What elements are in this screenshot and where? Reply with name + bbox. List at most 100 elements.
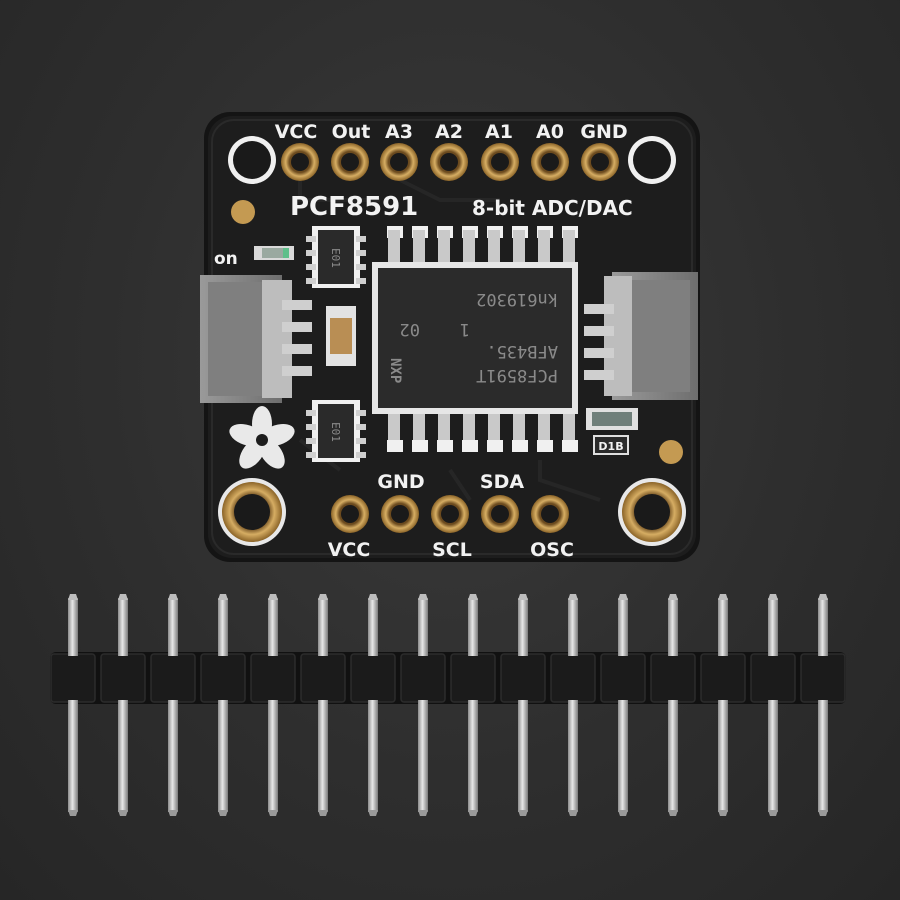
header-pin [400,594,446,816]
mounting-hole-top-left [228,136,276,184]
resistor-network-label: E01 [329,248,342,268]
bottom-pin-pad [431,495,469,533]
chip-leg [388,230,400,264]
mounting-hole-bottom-right [618,478,686,546]
header-pin [450,594,496,816]
header-pin [650,594,696,816]
pin-label-a3: A3 [385,121,413,143]
chip-leg [512,440,528,452]
fiducial-pad [659,440,683,464]
chip-leg [488,230,500,264]
pin-label-gnd: GND [580,121,627,143]
header-pin [250,594,296,816]
diode: D1B [586,408,638,455]
board-subtitle: 8-bit ADC/DAC [472,196,633,220]
header-pin [50,594,96,816]
bottom-pin-labels: GND SDA VCC SCL OSC [328,471,574,561]
mounting-hole-bottom-left [218,478,286,546]
pin-label-a1: A1 [485,121,513,143]
chip-leg [487,440,503,452]
header-pin [500,594,546,816]
chip-leg [413,412,425,446]
chip-leg [463,412,475,446]
chip-leg [387,440,403,452]
chip-leg [563,230,575,264]
header-pin [700,594,746,816]
header-pin [150,594,196,816]
header-plastic-body [50,652,846,704]
pin-label-out: Out [332,121,371,143]
chip-marking-line1: PCF8591T [476,365,558,385]
resistor-network-top: E01 [306,226,366,288]
bottom-pin-pad [331,495,369,533]
chip-leg [488,412,500,446]
pin-label-vcc-bottom: VCC [328,539,371,561]
chip-leg [513,412,525,446]
chip-leg [538,412,550,446]
header-pin [750,594,796,816]
top-pin-pad [531,143,569,181]
header-pin [350,594,396,816]
chip-legs-bottom [387,412,578,452]
top-pin-pads [281,143,619,181]
pin-label-a2: A2 [435,121,463,143]
chip-marking-line2: AFB435. [486,341,558,361]
flower-petal [229,424,265,447]
header-pin [300,594,346,816]
chip-leg [537,440,553,452]
power-led [254,246,294,260]
bottom-pin-pad [481,495,519,533]
top-pin-pad [481,143,519,181]
chip-leg [437,440,453,452]
stemma-connector-left [200,275,312,403]
header-pin [550,594,596,816]
header-pin [800,594,846,816]
chip-leg [412,440,428,452]
bottom-pin-pad [381,495,419,533]
adafruit-flower-logo [229,406,295,469]
pcf8591-chip: PCF8591T AFB435. 1 02 kn619302 NXP [372,226,578,452]
chip-marking-line5: kn619302 [476,289,558,309]
pin-label-a0: A0 [536,121,564,143]
chip-marking-line3: 02 [400,319,420,339]
fiducial-pad [231,200,255,224]
chip-leg [388,412,400,446]
top-pin-pad [380,143,418,181]
board-title: PCF8591 [290,192,418,222]
chip-leg [513,230,525,264]
pin-label-gnd-bottom: GND [377,471,424,493]
pin-label-scl: SCL [432,539,472,561]
chip-leg [463,230,475,264]
header-pin [600,594,646,816]
chip-leg [462,440,478,452]
pin-label-osc: OSC [530,539,574,561]
chip-logo: NXP [387,358,403,383]
bottom-pin-pads [331,495,569,533]
pin-label-vcc: VCC [275,121,318,143]
chip-leg [563,412,575,446]
resistor-network-label: E01 [329,422,342,442]
chip-leg [562,440,578,452]
chip-leg [538,230,550,264]
capacitor [326,306,356,366]
chip-marking-line4: 1 [460,319,470,339]
top-pin-pad [430,143,468,181]
top-pin-pad [331,143,369,181]
pin-label-sda: SDA [480,471,524,493]
resistor-network-bottom: E01 [306,400,366,462]
bottom-pin-pad [531,495,569,533]
chip-leg [413,230,425,264]
chip-leg [438,412,450,446]
top-pin-labels: VCC Out A3 A2 A1 A0 GND [275,121,628,143]
diode-label: D1B [598,440,623,453]
pin-header-strip [50,594,846,816]
power-led-label: on [214,249,238,269]
header-pin [200,594,246,816]
header-pin [100,594,146,816]
stemma-connector-right [584,272,698,400]
chip-leg [438,230,450,264]
chip-legs-top [387,226,578,264]
top-pin-pad [581,143,619,181]
mounting-hole-top-right [628,136,676,184]
